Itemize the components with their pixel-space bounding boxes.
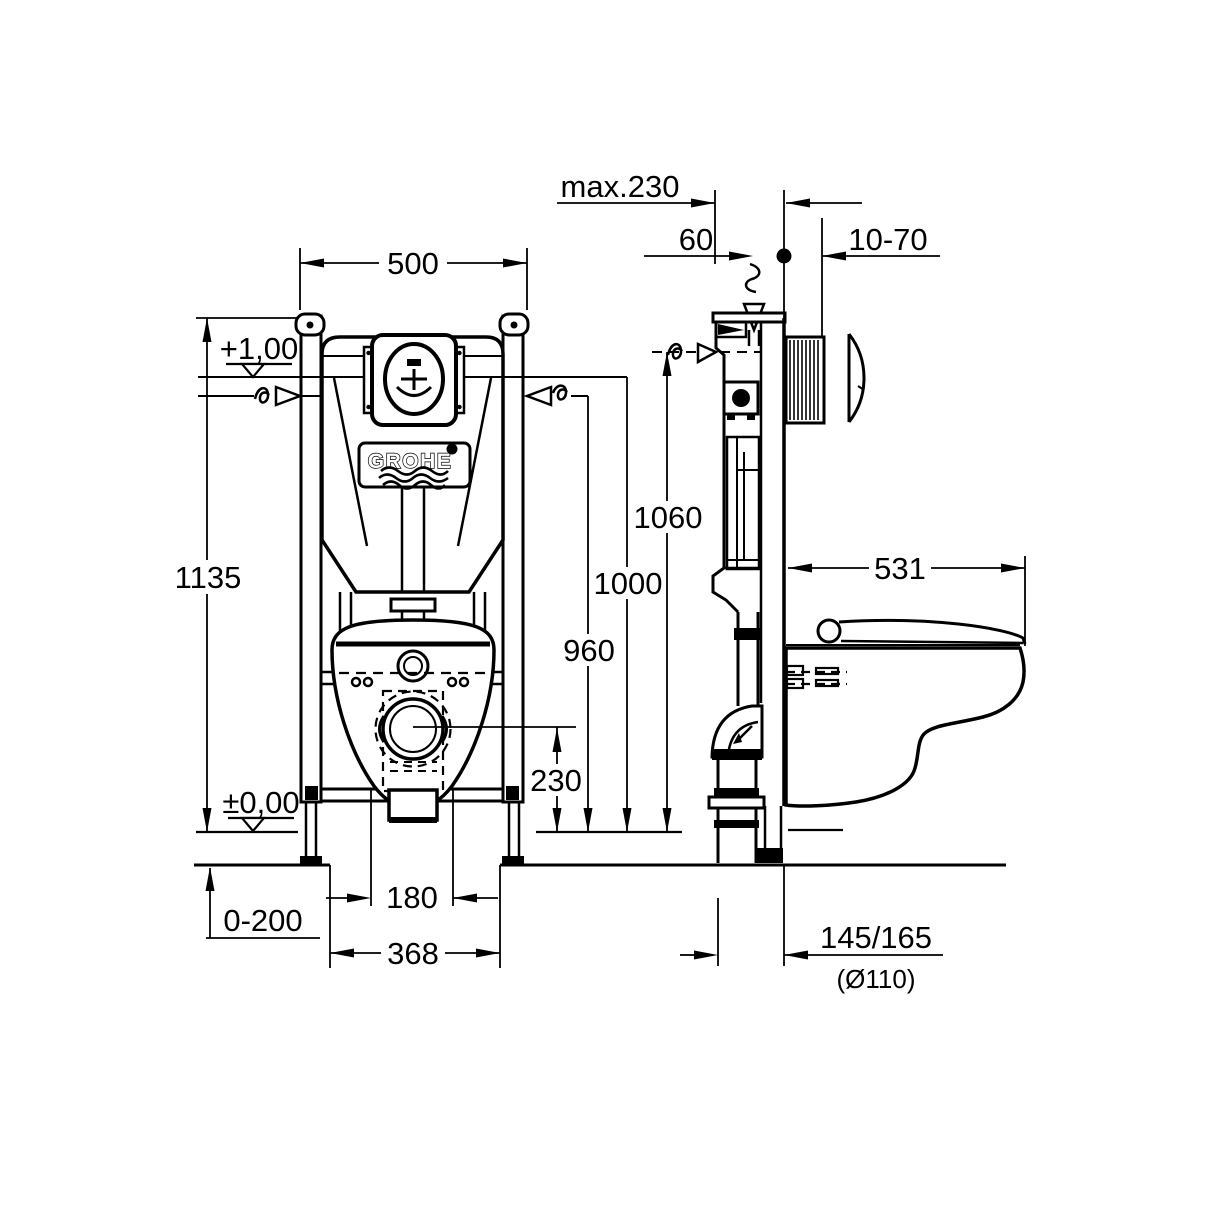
flush-actuator-plate: [362, 333, 466, 427]
actuator-housing: [784, 335, 826, 425]
outlet-pipework: [707, 612, 766, 863]
water-supply-arrow-right: [523, 384, 588, 407]
drain-opening: [381, 697, 445, 761]
dim-zero-level: ±0,00: [222, 785, 299, 820]
dim-bowl-depth: 531: [874, 551, 926, 586]
brand-logo-text: GROHE: [368, 450, 453, 473]
side-view: [652, 262, 1027, 863]
outlet-stub: [387, 788, 439, 822]
dim-supply-height: 960: [563, 633, 615, 668]
level-symbol-zero: [239, 816, 267, 833]
front-view: GROHE: [198, 312, 627, 906]
supply-break-symbol-left: [666, 342, 683, 360]
dim-inlet-height: 1060: [634, 500, 703, 535]
dim-outlet-diameter: (Ø110): [837, 964, 916, 994]
dimensions-front: 500 1135 +1,00 ±0,00 0-200 180 368: [170, 246, 705, 971]
dim-upper-level: +1,00: [220, 331, 298, 366]
supply-break-symbol-top: [744, 262, 761, 294]
foot-pad-left: [300, 856, 322, 865]
dim-floor-opening: 368: [387, 936, 439, 971]
dimensions-side: max.230 60 10-70 531 145/165 (Ø110): [557, 169, 1026, 994]
fill-valve: [722, 380, 760, 420]
floor-lines: [194, 828, 1006, 968]
seat-hinge: [816, 618, 842, 644]
registered-mark-icon: [446, 443, 458, 455]
dim-outlet-wall-distance: 145/165: [820, 920, 932, 955]
dim-level-height: 1000: [594, 566, 663, 601]
level-symbol-upper: [239, 362, 267, 379]
side-foot-pad: [757, 848, 783, 863]
toilet-bowl-front: [330, 618, 496, 823]
frame-top-bar: [711, 311, 787, 324]
dim-foot-adjustment: 0-200: [223, 903, 302, 938]
foot-pad-right: [502, 856, 524, 865]
dim-actuator-adjustment: 10-70: [848, 222, 927, 257]
detached-face-plate: [847, 333, 866, 423]
reference-point-dot: [776, 248, 792, 264]
dim-max-wall-distance: max.230: [561, 169, 680, 204]
dim-outlet-spacing: 180: [386, 880, 438, 915]
dim-frame-width: 500: [387, 246, 439, 281]
dim-frame-height: 1135: [175, 560, 242, 595]
frame-rails: [294, 312, 530, 865]
brand-plate: GROHE: [357, 441, 472, 490]
flush-valve-column: [725, 435, 761, 571]
dim-outlet-center-height: 230: [530, 763, 582, 798]
toilet-bowl-side: [784, 618, 1027, 808]
dim-supply-offset: 60: [679, 222, 713, 257]
